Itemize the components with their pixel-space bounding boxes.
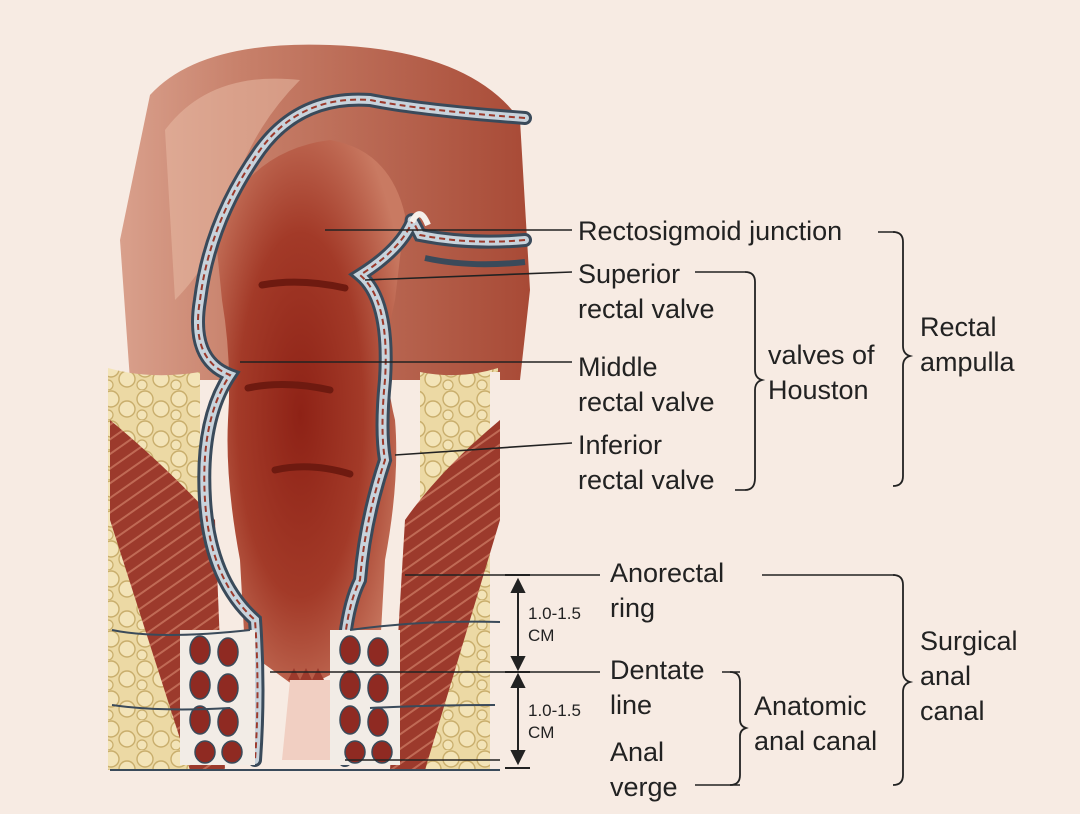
- label-anorectal-ring-line2: ring: [610, 593, 656, 623]
- label-anatomic-canal-line1: Anatomic: [754, 691, 867, 721]
- label-anal-verge-line2: verge: [610, 772, 678, 802]
- rectal-wall-right: [335, 211, 532, 767]
- label-measure-lower-line1: 1.0-1.5: [528, 701, 581, 720]
- label-rectal-ampulla-line1: Rectal: [920, 312, 997, 342]
- rectal-wall-left: [191, 92, 532, 767]
- leader-lines: [240, 229, 895, 786]
- measurement-markers: [505, 574, 530, 769]
- label-anatomic-canal-line2: anal canal: [754, 726, 878, 756]
- label-surgical-canal-line3: canal: [920, 696, 985, 726]
- label-surgical-canal-line1: Surgical: [920, 626, 1018, 656]
- label-superior-valve-line1: Superior: [578, 259, 681, 289]
- label-middle-valve-line2: rectal valve: [578, 387, 715, 417]
- label-middle-valve-line1: Middle: [578, 352, 658, 382]
- label-superior-valve-line2: rectal valve: [578, 294, 715, 324]
- label-inferior-valve-line2: rectal valve: [578, 465, 715, 495]
- label-measure-upper-line2: CM: [528, 626, 555, 645]
- label-dentate-line-line1: Dentate: [610, 655, 705, 685]
- label-rectosigmoid-junction: Rectosigmoid junction: [578, 216, 843, 246]
- brackets: [729, 231, 914, 786]
- label-inferior-valve-line1: Inferior: [578, 430, 663, 460]
- label-measure-lower-line2: CM: [528, 723, 555, 742]
- label-anal-verge-line1: Anal: [610, 737, 665, 767]
- label-anorectal-ring-line1: Anorectal: [610, 558, 725, 588]
- label-measure-upper-line1: 1.0-1.5: [528, 604, 581, 623]
- label-dentate-line-line2: line: [610, 690, 653, 720]
- label-valves-of-houston-line2: Houston: [768, 375, 869, 405]
- label-valves-of-houston-line1: valves of: [768, 340, 875, 370]
- label-rectal-ampulla-line2: ampulla: [920, 347, 1015, 377]
- label-surgical-canal-line2: anal: [920, 661, 972, 691]
- anal-columns: [111, 620, 501, 765]
